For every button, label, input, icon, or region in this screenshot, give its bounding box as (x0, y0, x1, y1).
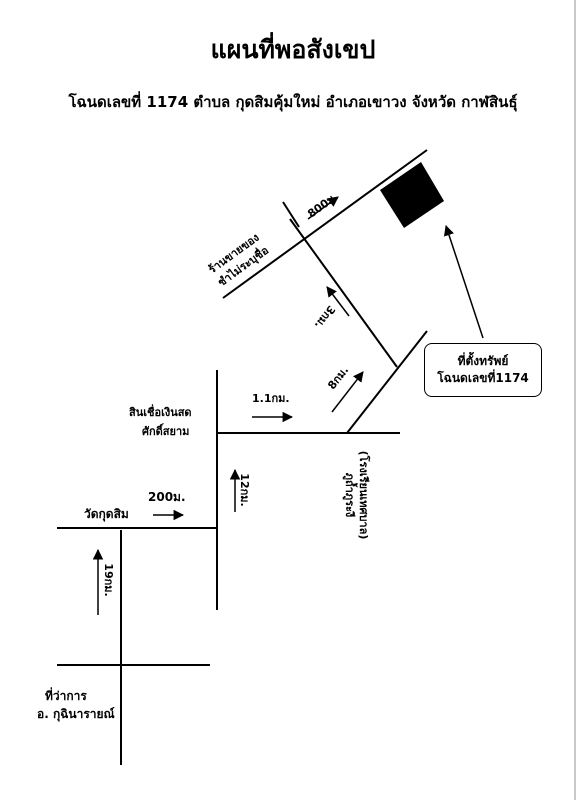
distance-19km: 19กม. (102, 563, 115, 596)
roads (57, 149, 428, 765)
property-callout: ที่ตั้งทรัพย์ โฉนดเลขที่1174 (424, 343, 542, 397)
distance-12km: 12กม. (238, 473, 251, 506)
arrow-800m (307, 196, 339, 220)
landmark-finance-line2: ศักดิ์สยาม (142, 423, 189, 438)
page-border (574, 0, 576, 800)
landmark-temple: วัดกุดสิม (84, 507, 129, 522)
road-top-diagonal (222, 149, 428, 299)
road-diagonal-north (289, 218, 398, 368)
road-diagonal-south (346, 330, 428, 434)
deed-subtitle: โฉนดเลขที่ 1174 ตำบล กุดสิมคุ้มใหม่ อำเภ… (68, 93, 518, 111)
distance-1-1km: 1.1กม. (252, 392, 290, 405)
direction-arrows (92, 196, 364, 615)
landmark-district-line2: อ. กุฉินารายณ์ (37, 707, 115, 722)
landmark-school-line2: (โรงเรียนเทศบาล) (357, 451, 371, 540)
landmark-school-line1: ภูถ้ำภูระงี (342, 473, 358, 518)
landmark-school: ภูถ้ำภูระงี (โรงเรียนเทศบาล) (342, 451, 371, 540)
landmark-finance-line1: สินเชื่อเงินสด (129, 404, 192, 419)
road-top-stub (282, 201, 300, 228)
property-marker (380, 162, 444, 228)
arrow-8km (331, 371, 364, 413)
distance-3km: 3กม. (312, 303, 338, 331)
callout-line2: โฉนดเลขที่1174 (437, 371, 529, 385)
distance-8km: 8กม. (325, 364, 351, 392)
callout-line1: ที่ตั้งทรัพย์ (457, 354, 509, 368)
map-title: แผนที่พอสังเขป (210, 35, 376, 64)
arrow-3km (326, 286, 350, 317)
callout-pointer-arrow (443, 225, 484, 339)
landmark-grocery: ร้านขายของ ชำไม่ระบุชื่อ (206, 231, 272, 290)
distance-200m: 200ม. (148, 490, 186, 504)
landmark-district-line1: ที่ว่าการ (45, 687, 87, 703)
